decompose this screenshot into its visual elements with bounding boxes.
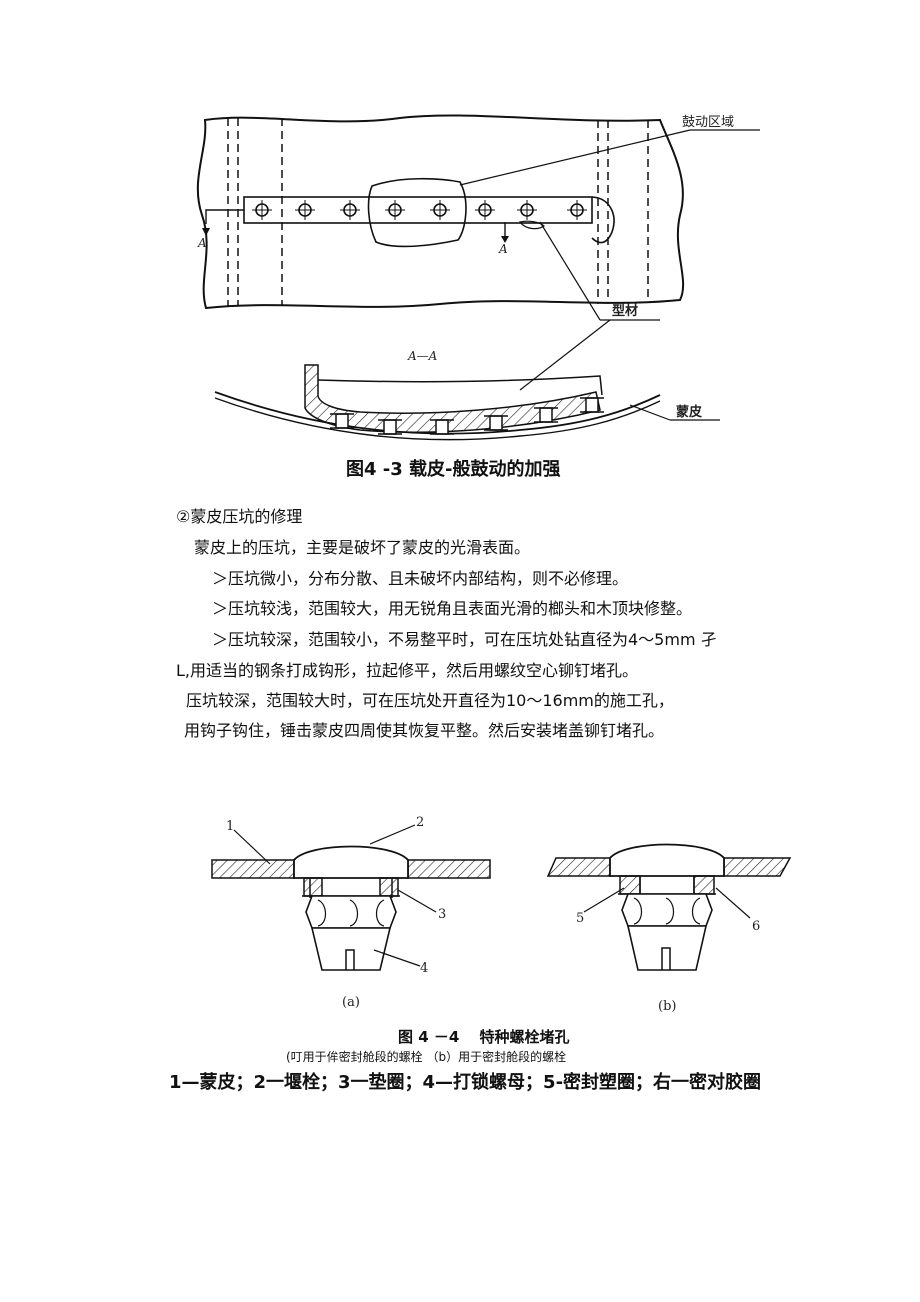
bolt-assembly-b	[546, 843, 792, 971]
figure-drum-reinforcement: 鼓动区域 A A 型材 A—A 蒙皮	[196, 114, 760, 441]
figure2-caption: 图 4 －4 特种螺栓堵孔	[398, 1028, 570, 1046]
label-skin: 蒙皮	[676, 404, 702, 420]
paragraph-2: 压坑较深，范围较大时，可在压坑处开直径为10～16mm的施工孔，	[186, 691, 674, 710]
profile-section	[304, 364, 601, 433]
section-rivets	[330, 397, 604, 435]
label-drum-zone: 鼓动区域	[682, 115, 734, 130]
paragraph-2-continued: 用钩子钩住，锤击蒙皮四周使其恢复平整。然后安装堵盖铆钉堵孔。	[184, 721, 665, 740]
bolt-assembly-a	[211, 824, 491, 971]
paragraph-1: 蒙皮上的压坑，主要是破坏了蒙皮的光滑表面。	[194, 538, 531, 557]
label-section-a-left: A	[197, 236, 207, 250]
bullet-2: ＞压坑较浅，范围较大，用无锐角且表面光滑的榔头和木顶块修整。	[212, 599, 693, 618]
skin-section	[214, 391, 661, 435]
figure2-legend: 1—蒙皮；2一堰栓；3一垫圈；4—打锁螺母；5-密封塑圈；右一密对胶圈	[168, 1072, 762, 1093]
part-number-1: 1	[226, 819, 234, 834]
figure-special-bolt: 1 2 3 4 5 6 (a) (b)	[211, 815, 792, 1014]
subfigure-label-b: (b)	[658, 999, 676, 1014]
part-number-2: 2	[416, 815, 424, 830]
section-heading: ②蒙皮压坑的修理	[176, 507, 303, 526]
part-number-3: 3	[438, 907, 446, 922]
part-number-4: 4	[420, 961, 428, 976]
part-number-5: 5	[576, 911, 584, 926]
label-profile: 型材	[612, 303, 638, 319]
bullet-3-continued: L,用适当的钢条打成钩形，拉起修平，然后用螺纹空心铆钉堵孔。	[176, 661, 639, 680]
figure1-caption: 图4 -3 载皮-般鼓动的加强	[346, 459, 561, 480]
drum-zone	[367, 177, 467, 248]
panel-outline	[196, 114, 685, 310]
bullet-3: ＞压坑较深，范围较小，不易整平时，可在压坑处钻直径为4～5mm 孑	[212, 630, 717, 649]
label-section-aa: A—A	[407, 349, 438, 363]
bullet-1: ＞压坑微小，分布分散、且未破坏内部结构，则不必修理。	[212, 569, 629, 588]
figure2-subcaption: (叮用于侔密封舱段的螺栓 （b）用于密封舱段的螺栓	[286, 1050, 567, 1064]
subfigure-label-a: (a)	[342, 995, 360, 1010]
label-section-a-right: A	[498, 242, 508, 256]
part-number-6: 6	[752, 919, 760, 934]
